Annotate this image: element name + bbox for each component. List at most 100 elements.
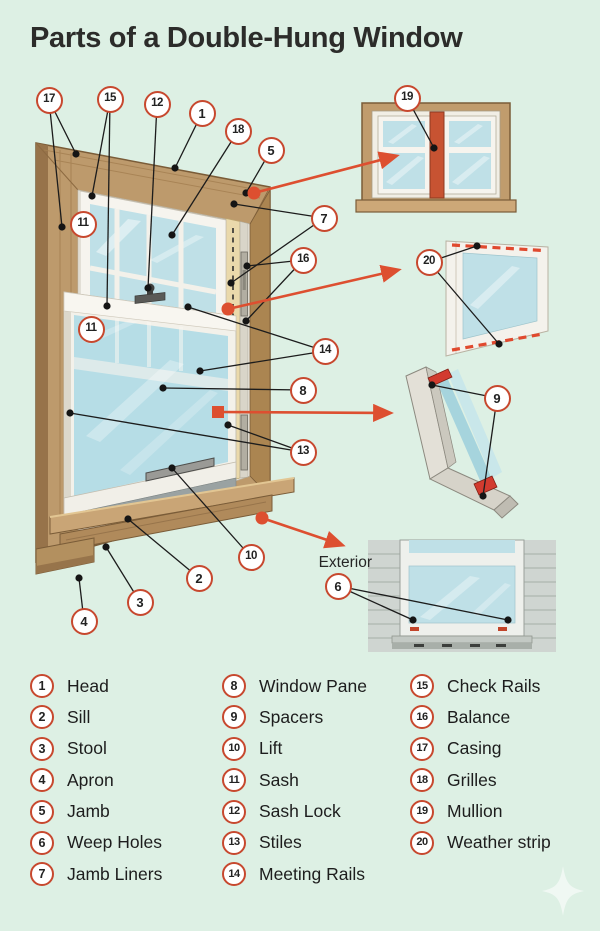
callout-7: 7	[310, 204, 338, 232]
weatherstrip-bottom	[451, 332, 544, 352]
main-window-illustration	[35, 142, 295, 575]
legend-item-window-pane: 8 Window Pane	[222, 674, 410, 698]
callout-5: 5	[257, 136, 285, 164]
legend-item-sash: 11 Sash	[222, 768, 410, 793]
legend-number-badge: 20	[410, 830, 434, 855]
weep-hole-right	[498, 627, 507, 631]
mullion-window-illustration	[355, 102, 517, 213]
callout-15: 15	[96, 85, 124, 113]
legend-label: Lift	[259, 738, 283, 759]
legend-number-badge: 6	[30, 830, 54, 855]
callout-1: 1	[188, 99, 216, 127]
balance-upper	[240, 251, 248, 317]
legend-label: Weep Holes	[67, 832, 163, 853]
callout-19: 19	[393, 84, 421, 112]
legend-number-badge: 19	[410, 799, 434, 824]
exterior-label: Exterior	[318, 554, 372, 571]
callout-9: 9	[483, 384, 511, 412]
legend-item-apron: 4 Apron	[30, 768, 222, 793]
legend-item-jamb-liners: 7 Jamb Liners	[30, 862, 222, 887]
legend-label: Grilles	[447, 769, 497, 790]
weatherstrip-illustration	[445, 240, 549, 357]
legend-label: Weather strip	[447, 832, 551, 853]
exterior-illustration	[368, 539, 556, 652]
legend-number-badge: 10	[222, 736, 246, 761]
legend-number-badge: 4	[30, 768, 54, 793]
spacer-top	[427, 368, 453, 387]
legend-item-weather-strip: 20 Weather strip	[410, 830, 590, 855]
upper-sash	[79, 190, 227, 375]
legend-label: Stool	[67, 738, 107, 759]
legend-item-mullion: 19 Mullion	[410, 799, 590, 824]
legend-item-head: 1 Head	[30, 674, 222, 698]
lift-handle	[145, 457, 215, 482]
balance-lower	[240, 414, 248, 471]
balance-track	[239, 221, 249, 479]
callout-6: 6	[324, 572, 352, 600]
legend-number-badge: 14	[222, 862, 246, 887]
callout-8: 8	[289, 376, 317, 404]
legend-item-spacers: 9 Spacers	[222, 705, 410, 730]
red-arrow-origins	[212, 186, 269, 525]
callout-2: 2	[185, 564, 213, 592]
grilles	[89, 209, 217, 356]
legend-number-badge: 12	[222, 799, 246, 824]
legend-label: Jamb	[67, 801, 110, 822]
legend-label: Balance	[447, 706, 511, 727]
legend-label: Meeting Rails	[259, 863, 366, 884]
legend-number-badge: 2	[30, 705, 54, 730]
legend-label: Check Rails	[447, 675, 541, 696]
callout-12: 12	[143, 90, 171, 118]
page-title: Parts of a Double-Hung Window	[30, 22, 463, 54]
red-arrows	[217, 151, 402, 549]
stool	[49, 477, 295, 535]
legend-label: Sill	[67, 706, 91, 727]
legend-label: Casing	[447, 738, 502, 759]
legend-number-badge: 17	[410, 736, 434, 761]
callout-13: 13	[289, 438, 317, 466]
legend-number-badge: 1	[30, 674, 54, 698]
apron	[59, 494, 273, 552]
legend-label: Head	[67, 675, 109, 696]
legend-number-badge: 9	[222, 705, 246, 730]
legend-number-badge: 8	[222, 674, 246, 698]
sill-strip	[69, 477, 237, 524]
legend-number-badge: 7	[30, 862, 54, 887]
legend-label: Window Pane	[259, 675, 367, 696]
spacer-bottom	[473, 475, 498, 496]
callout-20: 20	[415, 248, 443, 276]
callout-11: 11	[69, 210, 97, 238]
callout-17: 17	[35, 86, 63, 114]
sash-lock	[134, 283, 166, 304]
callout-18: 18	[224, 117, 252, 145]
callout-3: 3	[126, 588, 154, 616]
legend-label: Apron	[67, 769, 114, 790]
legend-item-weep-holes: 6 Weep Holes	[30, 830, 222, 855]
legend-item-check-rails: 15 Check Rails	[410, 674, 590, 698]
legend-label: Mullion	[447, 801, 503, 822]
callout-11: 11	[77, 315, 105, 343]
weep-hole-left	[410, 627, 419, 631]
legend-label: Stiles	[259, 832, 302, 853]
leader-lines	[48, 97, 509, 622]
legend-item-sill: 2 Sill	[30, 705, 222, 730]
legend-label: Spacers	[259, 706, 324, 727]
legend-label: Jamb Liners	[67, 863, 163, 884]
legend-item-lift: 10 Lift	[222, 736, 410, 761]
legend-label: Sash Lock	[259, 801, 341, 822]
callout-4: 4	[70, 607, 98, 635]
legend-item-casing: 17 Casing	[410, 736, 590, 761]
legend-number-badge: 16	[410, 705, 434, 730]
legend-number-badge: 3	[30, 736, 54, 761]
mullion-bar	[429, 111, 445, 199]
legend-label: Sash	[259, 769, 299, 790]
legend-number-badge: 15	[410, 674, 434, 698]
legend-number-badge: 11	[222, 768, 246, 793]
